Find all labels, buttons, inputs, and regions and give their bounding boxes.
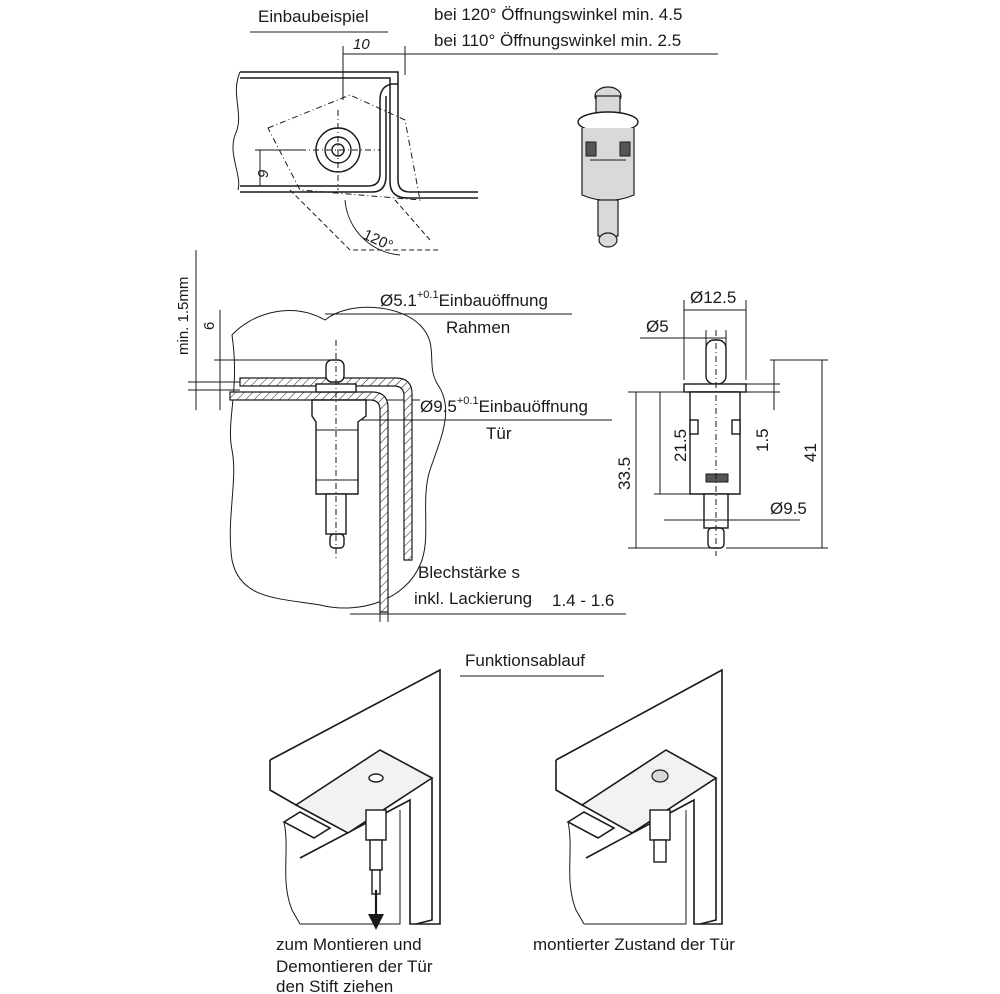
dim-9: 9	[255, 169, 272, 178]
caption-left-2: Demontieren der Tür	[276, 957, 433, 976]
function-sequence: Funktionsablauf zum Montieren und Demont…	[269, 651, 735, 994]
frame-hole-dia: Ø5.1+0.1Einbauöffnung	[380, 289, 548, 310]
section-pin-tip	[325, 359, 345, 383]
pull-arrow-icon	[368, 914, 384, 930]
left-pin-stem	[369, 839, 383, 871]
angle-arc	[344, 199, 401, 256]
caption-left-3: den Stift ziehen	[276, 977, 393, 994]
sheet-range: 1.4 - 1.6	[552, 591, 614, 610]
right-pin-head	[651, 769, 669, 783]
right-frame-edge	[555, 760, 583, 806]
install-example: Einbaubeispiel bei 120° Öffnungswinkel m…	[232, 5, 718, 256]
left-plate-side	[415, 778, 433, 925]
dim-10: 10	[353, 36, 370, 53]
angle-note-110: bei 110° Öffnungswinkel min. 2.5	[434, 31, 681, 50]
dim-d9-5: Ø9.5	[770, 499, 807, 518]
section-pin-housing	[311, 399, 367, 495]
dv-pin-band	[705, 473, 729, 483]
swing-door-outline	[289, 189, 440, 251]
dimension-view: Ø12.5 Ø5 33.5 21.5 1.5	[615, 288, 828, 556]
dv-pin-clip-l	[689, 419, 699, 435]
door-panel-inner	[240, 96, 387, 193]
sheet-thickness-label: Blechstärke s	[418, 563, 520, 582]
dim-33-5: 33.5	[615, 457, 634, 490]
right-pin-housing	[649, 809, 671, 841]
pin-clip-right	[619, 141, 631, 157]
section-pin-end	[329, 533, 345, 549]
door-label: Tür	[486, 424, 512, 443]
right-pin-stem	[653, 839, 667, 863]
function-right-panel: montierter Zustand der Tür	[533, 668, 735, 954]
door-hole-dia: Ø9.5+0.1Einbauöffnung	[420, 395, 588, 416]
pin-housing	[581, 128, 635, 202]
dv-pin-housing	[689, 391, 741, 495]
left-pin-housing	[365, 809, 387, 841]
dim-d5: Ø5	[646, 317, 669, 336]
pin-stem	[597, 199, 619, 237]
dim-d12-5: Ø12.5	[690, 288, 736, 307]
section-background-outline	[229, 306, 447, 609]
pin-stem-tip	[598, 232, 618, 248]
right-door-body	[584, 810, 687, 925]
dv-pin-clip-r	[731, 419, 741, 435]
swing-door-outline-2	[394, 199, 431, 241]
frame-sheet-outer	[240, 71, 478, 193]
min-thickness-label: min. 1.5mm	[175, 277, 192, 355]
function-left-panel: zum Montieren und Demontieren der Tür de…	[269, 668, 441, 994]
right-plate-side	[699, 778, 717, 925]
right-door-break	[567, 821, 585, 925]
break-line-left	[232, 71, 241, 191]
coating-label: inkl. Lackierung	[414, 589, 532, 608]
function-heading: Funktionsablauf	[465, 651, 585, 670]
pin-3d-illustration	[577, 86, 639, 248]
left-door-lip	[282, 811, 332, 839]
frame-sheet-inner	[240, 77, 478, 199]
dim-41: 41	[801, 443, 820, 462]
left-door-body	[300, 810, 401, 925]
left-frame-edge	[269, 760, 297, 806]
dv-pin-collar	[683, 383, 747, 393]
left-plate-hole	[368, 773, 384, 783]
caption-right: montierter Zustand der Tür	[533, 935, 735, 954]
door-sheet-section	[229, 391, 389, 613]
left-door-break	[283, 821, 301, 925]
right-door-lip	[566, 811, 616, 839]
dim-21-5: 21.5	[671, 429, 690, 462]
pin-clip-left	[585, 141, 597, 157]
frame-label: Rahmen	[446, 318, 510, 337]
dim-6: 6	[201, 322, 218, 330]
door-panel-outer	[240, 83, 398, 187]
dim-1-5: 1.5	[753, 428, 772, 452]
frame-sheet-section	[239, 377, 413, 561]
install-example-heading: Einbaubeispiel	[258, 7, 369, 26]
caption-left-1: zum Montieren und	[276, 935, 422, 954]
angle-note-120: bei 120° Öffnungswinkel min. 4.5	[434, 5, 682, 24]
section-view: min. 1.5mm 6 Ø5.1+0.1Einbauöffnung Rahme…	[175, 250, 626, 622]
